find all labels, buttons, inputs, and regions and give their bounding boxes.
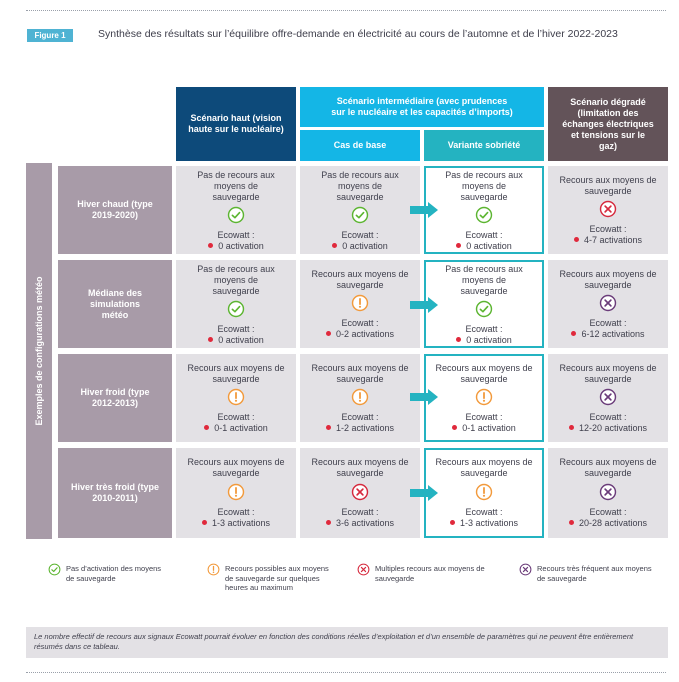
row-label-hiver-chaud: Hiver chaud (type 2019-2020) [58, 166, 172, 254]
exclamation-icon [227, 483, 245, 501]
header-scenario-degrade-label: Scénario dégradé (limitation des échange… [562, 96, 654, 151]
cell-r3-haut: Recours aux moyens de sauvegarde Ecowatt… [176, 354, 296, 442]
exclamation-icon [351, 388, 369, 406]
row-label-hiver-froid: Hiver froid (type 2012-2013) [58, 354, 172, 442]
header-variante-sobriete: Variante sobriété [424, 130, 544, 161]
cross-purple-icon [599, 483, 617, 501]
arrow-right-icon [410, 202, 438, 218]
header-scenario-haut: Scénario haut (vision haute sur le nuclé… [176, 87, 296, 161]
header-cas-de-base-label: Cas de base [333, 140, 387, 150]
cell-r3-degrade: Recours aux moyens de sauvegarde Ecowatt… [548, 354, 668, 442]
red-dot [332, 243, 338, 248]
cross-red-icon [351, 483, 369, 501]
cell-r1-degrade: Recours aux moyens de sauvegarde Ecowatt… [548, 166, 668, 254]
exclamation-icon [475, 483, 493, 501]
red-dot [568, 425, 574, 430]
row-label-mediane: Médiane des simulations météo [58, 260, 172, 348]
red-dot [449, 520, 455, 525]
side-label-text: Exemples de configurations météo [34, 276, 44, 426]
cell-r1-cas-de-base: Pas de recours aux moyens de sauvegarde … [300, 166, 420, 254]
cell-r2-degrade: Recours aux moyens de sauvegarde Ecowatt… [548, 260, 668, 348]
check-icon [351, 206, 369, 224]
side-label: Exemples de configurations météo [26, 163, 52, 539]
legend-item-recours-possibles: Recours possibles aux moyens de sauvegar… [207, 563, 347, 593]
footnote: Le nombre effectif de recours aux signau… [26, 627, 668, 658]
legend-item-no-activation: Pas d’activation des moyens de sauvegard… [48, 563, 188, 583]
red-dot [204, 425, 210, 430]
red-dot [568, 520, 574, 525]
header-cas-de-base: Cas de base [300, 130, 420, 161]
cell-r4-haut: Recours aux moyens de sauvegarde Ecowatt… [176, 448, 296, 538]
cross-red-icon [357, 563, 370, 576]
header-scenario-degrade: Scénario dégradé (limitation des échange… [548, 87, 668, 161]
red-dot [325, 425, 331, 430]
cell-r4-cas-de-base: Recours aux moyens de sauvegarde Ecowatt… [300, 448, 420, 538]
red-dot [325, 520, 331, 525]
figure-title: Synthèse des résultats sur l’équilibre o… [98, 28, 618, 40]
arrow-right-icon [410, 389, 438, 405]
cell-r1-haut: Pas de recours aux moyens de sauvegarde … [176, 166, 296, 254]
red-dot [201, 520, 207, 525]
red-dot [456, 243, 462, 248]
figure-tag: Figure 1 [27, 29, 73, 42]
red-dot [452, 425, 458, 430]
header-scenario-haut-label: Scénario haut (vision haute sur le nuclé… [188, 113, 284, 134]
exclamation-icon [227, 388, 245, 406]
check-icon [227, 206, 245, 224]
header-scenario-intermediaire-label: Scénario intermédiaire (avec prudences s… [331, 96, 513, 117]
red-dot [456, 337, 462, 342]
check-icon [475, 300, 493, 318]
red-dot [208, 243, 214, 248]
cell-r3-variante-sobriete: Recours aux moyens de sauvegarde Ecowatt… [424, 354, 544, 442]
legend-item-multiples-recours: Multiples recours aux moyens de sauvegar… [357, 563, 497, 583]
red-dot [208, 337, 214, 342]
cross-purple-icon [599, 294, 617, 312]
check-icon [48, 563, 61, 576]
cross-purple-icon [519, 563, 532, 576]
red-dot [325, 331, 331, 336]
cell-r1-variante-sobriete: Pas de recours aux moyens de sauvegarde … [424, 166, 544, 254]
check-icon [227, 300, 245, 318]
cell-r2-haut: Pas de recours aux moyens de sauvegarde … [176, 260, 296, 348]
row-label-hiver-tres-froid: Hiver très froid (type 2010-2011) [58, 448, 172, 538]
exclamation-icon [207, 563, 220, 576]
red-dot [571, 331, 577, 336]
cell-r4-variante-sobriete: Recours aux moyens de sauvegarde Ecowatt… [424, 448, 544, 538]
cell-r2-variante-sobriete: Pas de recours aux moyens de sauvegarde … [424, 260, 544, 348]
arrow-right-icon [410, 297, 438, 313]
exclamation-icon [351, 294, 369, 312]
legend-item-recours-tres-frequent: Recours très fréquent aux moyens de sauv… [519, 563, 669, 583]
header-variante-sobriete-label: Variante sobriété [447, 140, 521, 150]
check-icon [475, 206, 493, 224]
red-dot [573, 237, 579, 242]
cross-red-icon [599, 200, 617, 218]
cross-purple-icon [599, 388, 617, 406]
header-scenario-intermediaire: Scénario intermédiaire (avec prudences s… [300, 87, 544, 127]
exclamation-icon [475, 388, 493, 406]
bottom-divider [26, 672, 666, 673]
top-divider [26, 10, 666, 11]
cell-r4-degrade: Recours aux moyens de sauvegarde Ecowatt… [548, 448, 668, 538]
cell-r2-cas-de-base: Recours aux moyens de sauvegarde Ecowatt… [300, 260, 420, 348]
cell-r3-cas-de-base: Recours aux moyens de sauvegarde Ecowatt… [300, 354, 420, 442]
arrow-right-icon [410, 485, 438, 501]
